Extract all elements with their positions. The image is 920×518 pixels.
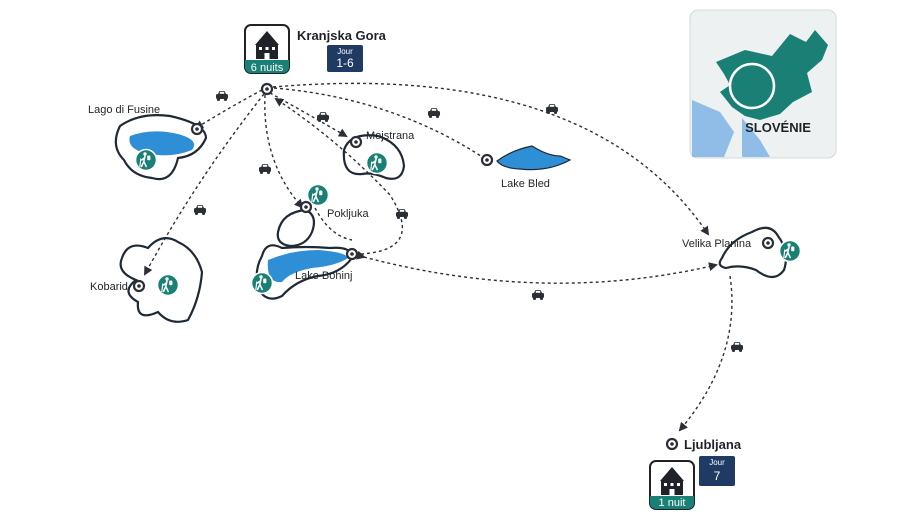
nights-ljubljana: 1 nuit: [659, 497, 686, 509]
hiker-icon: [778, 239, 802, 263]
country-inset: SLOVÉNIE: [689, 9, 837, 159]
label-pokljuka: Pokljuka: [327, 208, 369, 220]
route-velika-ljubljana: [678, 275, 733, 432]
loop-pokljuka: [276, 208, 316, 248]
jour-label: Jour: [337, 47, 353, 56]
label-ljubljana: Ljubljana: [684, 437, 742, 452]
jour-value: 7: [714, 469, 721, 483]
route-bohinj-kranjska: [274, 97, 404, 255]
label-velika-planina: Velika Planina: [682, 238, 752, 250]
jour-badge: [699, 456, 735, 486]
label-lake-bohinj: Lake Bohinj: [295, 270, 353, 282]
route-kranjska-fusine: [194, 89, 263, 130]
car-icon: [194, 205, 206, 215]
route-kranjska-velika: [272, 82, 710, 236]
route-bohinj-velika: [356, 250, 718, 284]
route-kranjska-bled: [273, 87, 488, 161]
car-icon: [259, 164, 271, 174]
jour-label: Jour: [709, 458, 725, 467]
country-name: SLOVÉNIE: [745, 120, 811, 135]
car-icon: [546, 104, 558, 114]
hiker-icon: [306, 183, 330, 207]
loop-velika-planina: [718, 226, 788, 279]
label-kranjska-gora: Kranjska Gora: [297, 28, 387, 43]
label-kobarid: Kobarid: [90, 281, 128, 293]
stay-ljubljana: Ljubljana 1 nuit Jour 7: [649, 437, 742, 510]
hike-loops: [114, 114, 788, 323]
route-kranjska-kobarid: [144, 93, 265, 276]
loop-kobarid: [119, 237, 204, 323]
jour-badge: [327, 45, 363, 72]
jour-value: 1-6: [336, 56, 354, 70]
routes: [144, 82, 733, 432]
loop-lago-di-fusine: [114, 114, 208, 181]
route-kranjska-mojstrana: [269, 92, 348, 137]
hiker-badges: [134, 148, 802, 297]
car-icon: [216, 91, 228, 101]
nights-kranjska-gora: 6 nuits: [251, 62, 284, 74]
hiker-icon: [156, 273, 180, 297]
stay-kranjska-gora: 6 nuits Kranjska Gora Jour 1-6: [244, 24, 387, 74]
hiker-icon: [365, 151, 389, 175]
transport-icons: [194, 91, 743, 352]
label-mojstrana: Mojstrana: [366, 130, 415, 142]
car-icon: [532, 290, 544, 300]
sea-shape: [742, 118, 770, 157]
hiker-icon: [134, 148, 158, 172]
loop-mojstrana: [342, 134, 406, 180]
lake-bled: [496, 145, 572, 171]
hiker-icon: [250, 271, 274, 295]
car-icon: [428, 108, 440, 118]
label-lago-di-fusine: Lago di Fusine: [88, 104, 160, 116]
label-lake-bled: Lake Bled: [501, 178, 550, 190]
lake-bohinj: [267, 250, 348, 283]
sea-shape: [692, 100, 734, 157]
car-icon: [317, 112, 329, 122]
place-labels: Lago di Fusine Mojstrana Lake Bled Poklj…: [88, 104, 752, 293]
region-highlight: [728, 62, 776, 110]
route-kranjska-pokljuka: [264, 94, 304, 209]
car-icon: [731, 342, 743, 352]
